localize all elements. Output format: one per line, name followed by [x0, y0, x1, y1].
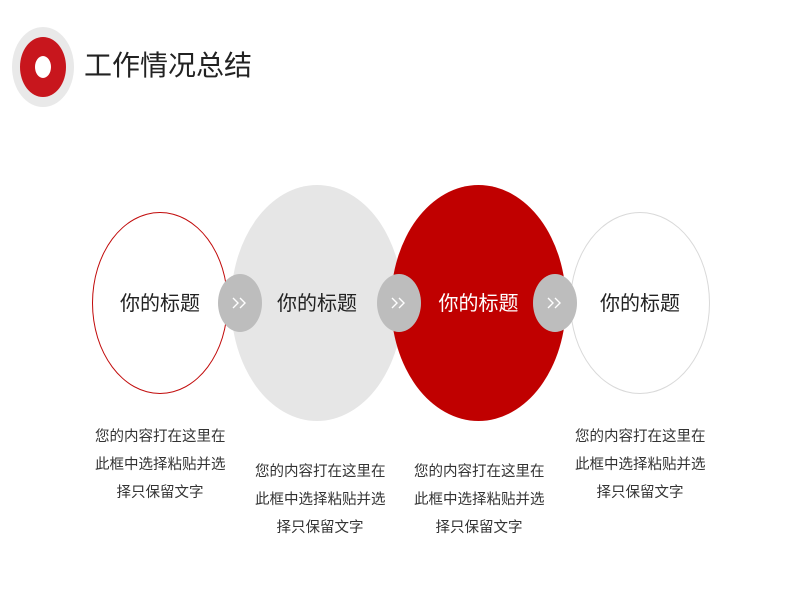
description-line: 您的内容打在这里在: [95, 429, 226, 445]
step-connector-2: [377, 274, 421, 332]
description-line: 此框中选择粘贴并选: [95, 457, 226, 473]
step-title-3: 你的标题: [438, 291, 519, 315]
description-line: 您的内容打在这里在: [414, 464, 545, 480]
step-description-3: 您的内容打在这里在 此框中选择粘贴并选 择只保留文字: [414, 458, 545, 542]
step-circle-4: 你的标题: [570, 212, 710, 394]
step-title-4: 你的标题: [600, 291, 680, 315]
step-description-4: 您的内容打在这里在 此框中选择粘贴并选 择只保留文字: [575, 423, 706, 507]
description-line: 择只保留文字: [276, 520, 364, 536]
step-connector-1: [218, 274, 262, 332]
double-chevron-right-icon: [547, 297, 561, 309]
step-title-1: 你的标题: [120, 291, 200, 315]
double-chevron-right-icon: [232, 297, 246, 309]
step-circle-1: 你的标题: [92, 212, 228, 394]
double-chevron-right-icon: [391, 297, 405, 309]
description-line: 择只保留文字: [116, 485, 204, 501]
description-line: 择只保留文字: [435, 520, 523, 536]
page-title: 工作情况总结: [84, 49, 253, 82]
description-line: 择只保留文字: [596, 485, 684, 501]
step-title-2: 你的标题: [277, 291, 357, 315]
description-line: 此框中选择粘贴并选: [414, 492, 545, 508]
description-line: 此框中选择粘贴并选: [575, 457, 706, 473]
target-ring-icon: [12, 27, 74, 107]
description-line: 您的内容打在这里在: [575, 429, 706, 445]
step-description-1: 您的内容打在这里在 此框中选择粘贴并选 择只保留文字: [95, 423, 226, 507]
step-connector-3: [533, 274, 577, 332]
description-line: 此框中选择粘贴并选: [255, 492, 386, 508]
step-description-2: 您的内容打在这里在 此框中选择粘贴并选 择只保留文字: [255, 458, 386, 542]
description-line: 您的内容打在这里在: [255, 464, 386, 480]
